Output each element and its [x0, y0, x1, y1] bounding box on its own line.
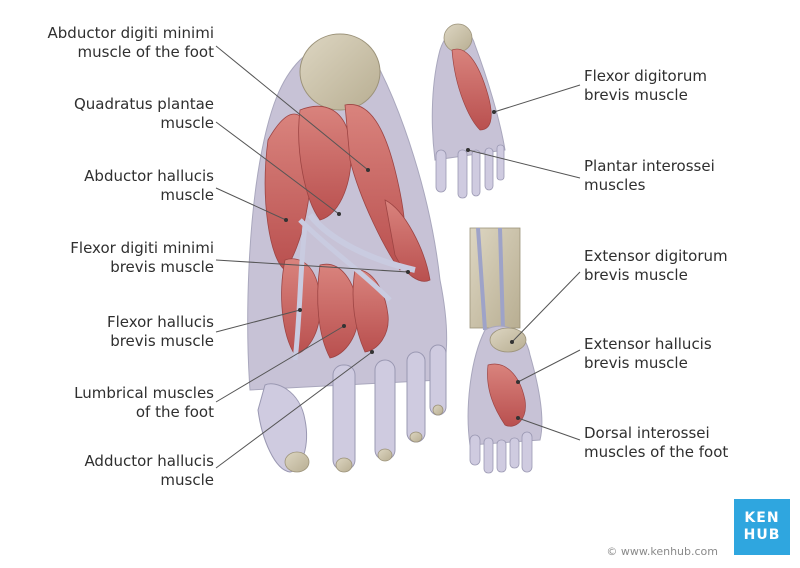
label-line: Abductor digiti minimi — [47, 24, 214, 42]
logo-line: KEN — [744, 510, 780, 526]
label-line: brevis muscle — [584, 266, 688, 284]
label-line: brevis muscle — [110, 258, 214, 276]
label-lumbrical-muscles: Lumbrical muscles of the foot — [74, 384, 214, 422]
label-abductor-digiti-minimi: Abductor digiti minimi muscle of the foo… — [48, 24, 214, 62]
label-adductor-hallucis: Adductor hallucis muscle — [84, 452, 214, 490]
label-abductor-hallucis: Abductor hallucis muscle — [84, 167, 214, 205]
kenhub-logo[interactable]: KEN HUB — [734, 499, 790, 555]
label-flexor-digiti-minimi-brevis: Flexor digiti minimi brevis muscle — [70, 239, 214, 277]
dorsal-foot-view — [467, 227, 543, 474]
label-line: Flexor digitorum — [584, 67, 708, 85]
label-line: brevis muscle — [110, 332, 214, 350]
label-plantar-interossei: Plantar interossei muscles — [584, 157, 715, 195]
label-line: Lumbrical muscles — [74, 384, 214, 402]
label-line: brevis muscle — [584, 354, 688, 372]
label-line: muscle of the foot — [77, 43, 214, 61]
label-extensor-hallucis-brevis: Extensor hallucis brevis muscle — [584, 335, 712, 373]
logo-line: HUB — [743, 527, 781, 543]
label-line: Quadratus plantae — [73, 95, 214, 113]
label-line: Flexor digiti minimi — [70, 239, 214, 257]
label-line: muscles — [584, 176, 646, 194]
label-dorsal-interossei: Dorsal interossei muscles of the foot — [584, 424, 728, 462]
label-line: Dorsal interossei — [584, 424, 710, 442]
label-line: muscle — [160, 114, 214, 132]
label-flexor-hallucis-brevis: Flexor hallucis brevis muscle — [107, 313, 214, 351]
label-flexor-digitorum-brevis: Flexor digitorum brevis muscle — [584, 67, 707, 105]
label-line: Flexor hallucis — [106, 313, 214, 331]
label-line: Extensor hallucis — [584, 335, 712, 353]
label-line: of the foot — [135, 403, 214, 421]
label-line: muscles of the foot — [584, 443, 729, 461]
label-quadratus-plantae: Quadratus plantae muscle — [74, 95, 214, 133]
label-line: Abductor hallucis — [84, 167, 214, 185]
leader-lines — [215, 45, 581, 469]
leader-dots — [284, 110, 520, 420]
label-extensor-digitorum-brevis: Extensor digitorum brevis muscle — [584, 247, 728, 285]
label-line: Adductor hallucis — [84, 452, 214, 470]
label-line: muscle — [160, 471, 214, 489]
main-foot-toes — [257, 344, 447, 473]
label-line: brevis muscle — [584, 86, 688, 104]
main-foot-plantar-view — [247, 33, 448, 473]
label-line: muscle — [160, 186, 214, 204]
label-line: Extensor digitorum — [584, 247, 728, 265]
small-foot-plantar-view — [431, 23, 506, 199]
label-line: Plantar interossei — [584, 157, 715, 175]
copyright-credit: © www.kenhub.com — [606, 545, 718, 558]
